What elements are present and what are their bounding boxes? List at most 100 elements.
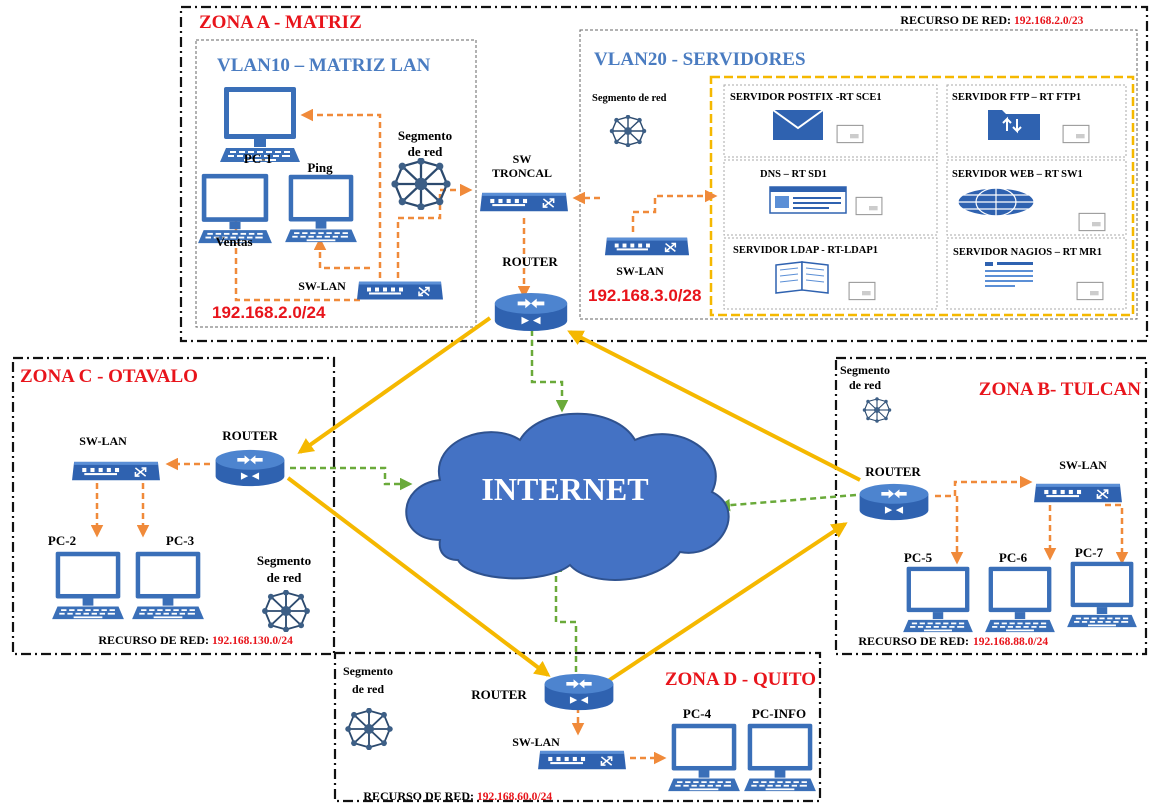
sw-troncal-icon[interactable] — [479, 191, 569, 213]
sw-troncal-label-2: TRONCAL — [492, 166, 552, 180]
zona-b-recurso-label: RECURSO DE RED: — [858, 634, 969, 648]
server-ftp-label: SERVIDOR FTP – RT FTP1 — [952, 92, 1081, 103]
vlan20-switch-icon[interactable] — [604, 236, 690, 257]
segmento-d-icon — [344, 708, 394, 750]
pc5-icon[interactable] — [903, 566, 973, 633]
router-b-icon[interactable] — [859, 483, 929, 521]
link-sw-ping — [313, 237, 370, 270]
router-c-label: ROUTER — [222, 428, 278, 443]
vlan20-ip: 192.168.3.0/28 — [588, 286, 701, 305]
pc-ventas-icon[interactable] — [198, 173, 272, 244]
swlan-b-icon[interactable] — [1033, 482, 1123, 504]
router-c-icon[interactable] — [215, 449, 285, 487]
server-box-ftp — [946, 84, 1127, 158]
zona-a-border — [179, 5, 1149, 343]
sw-troncal-label-1: SW — [513, 152, 532, 166]
pc3-label: PC-3 — [166, 533, 195, 548]
segmento-b-label-1: Segmento — [840, 363, 890, 377]
pc-ping-icon[interactable] — [285, 174, 357, 243]
pc3-icon[interactable] — [132, 551, 204, 620]
globe-icon — [957, 187, 1035, 217]
zona-b-border — [834, 356, 1148, 656]
internet-label: INTERNET — [481, 471, 648, 507]
pc-info-label: PC-INFO — [752, 706, 806, 721]
router-b-label: ROUTER — [865, 464, 921, 479]
router-d-icon[interactable] — [544, 673, 614, 711]
wan-link-a-c — [297, 316, 492, 454]
link-sw-troncal — [396, 183, 473, 278]
server-nagios-label: SERVIDOR NAGIOS – RT MR1 — [953, 247, 1102, 258]
wan-link-d-b — [603, 522, 848, 685]
zona-c-border — [11, 356, 336, 656]
internet-link-c — [290, 466, 413, 491]
swlan-b-label: SW-LAN — [1059, 458, 1107, 472]
wan-link-c-d — [286, 476, 551, 677]
internet-cloud: INTERNET — [405, 412, 730, 581]
server-box-nagios — [946, 237, 1127, 310]
zona-a-recurso-label: RECURSO DE RED: — [900, 13, 1011, 27]
ftp-folder-icon — [988, 110, 1040, 140]
internet-link-a — [530, 330, 569, 413]
vlan20-swlan-label: SW-LAN — [616, 264, 664, 278]
segmento-d-label-1: Segmento — [343, 664, 393, 678]
pc5-label: PC-5 — [904, 550, 933, 565]
swlan-c-icon[interactable] — [71, 460, 161, 482]
segmento-b-label-2: de red — [849, 378, 881, 392]
internet-link-d — [549, 559, 578, 672]
pc2-icon[interactable] — [52, 551, 124, 620]
wan-link-b-a — [567, 330, 861, 482]
swlan-c-label: SW-LAN — [79, 434, 127, 448]
vlan20-segmento-label: Segmento de red — [592, 93, 667, 104]
zona-d-title: ZONA D - QUITO — [665, 669, 816, 690]
segmento-c-label-1: Segmento — [257, 553, 311, 568]
server-dns-label: DNS – RT SD1 — [760, 169, 827, 180]
zona-a-title: ZONA A - MATRIZ — [199, 12, 362, 33]
zona-b-recurso-value: 192.168.88.0/24 — [973, 636, 1048, 648]
zona-a-recurso-value: 192.168.2.0/23 — [1014, 15, 1084, 27]
zona-c-recurso-label: RECURSO DE RED: — [98, 633, 209, 647]
segmento-de-red-icon — [390, 158, 452, 210]
link-sw-pc1 — [300, 108, 382, 278]
internet-link-b — [717, 493, 857, 512]
book-icon — [775, 261, 829, 294]
link-swlan-servers — [631, 189, 718, 232]
pc6-icon[interactable] — [985, 566, 1055, 633]
vlan20-segmento-icon — [608, 115, 648, 147]
pc-info-icon[interactable] — [744, 723, 816, 792]
ventas-label: Ventas — [215, 234, 252, 249]
vlan10-ip: 192.168.2.0/24 — [212, 303, 326, 322]
vlan10-border — [195, 39, 477, 328]
segmento-c-icon — [261, 590, 311, 632]
segmento-a-label-2: de red — [408, 144, 444, 159]
link-router-swlan-b — [935, 475, 1033, 498]
zona-d-recurso-label: RECURSO DE RED: — [363, 789, 474, 803]
router-a-icon[interactable] — [494, 292, 568, 332]
router-d-label: ROUTER — [471, 687, 527, 702]
router-a-label: ROUTER — [502, 254, 558, 269]
segmento-d-label-2: de red — [352, 682, 384, 696]
pc6-label: PC-6 — [999, 550, 1028, 565]
swlan-d-label: SW-LAN — [512, 735, 560, 749]
dns-window-icon — [769, 186, 847, 214]
ping-label: Ping — [307, 160, 333, 175]
vlan20-border — [579, 29, 1138, 320]
pc4-label: PC-4 — [683, 706, 712, 721]
mail-icon — [772, 109, 824, 140]
vlan10-switch-icon[interactable] — [356, 280, 444, 301]
server-postfix-label: SERVIDOR POSTFIX -RT SCE1 — [730, 92, 882, 103]
segmento-c-label-2: de red — [267, 570, 303, 585]
vlan10-swlan-label: SW-LAN — [298, 279, 346, 293]
pc7-icon[interactable] — [1067, 561, 1137, 628]
zona-d-recurso-value: 192.168.60.0/24 — [477, 791, 552, 803]
vlan20-title: VLAN20 - SERVIDORES — [594, 49, 806, 70]
server-ldap-label: SERVIDOR LDAP - RT-LDAP1 — [733, 245, 878, 256]
swlan-d-icon[interactable] — [537, 749, 627, 771]
server-box-web — [946, 159, 1127, 236]
zona-b-title: ZONA B- TULCAN — [979, 379, 1142, 400]
pc4-icon[interactable] — [668, 723, 740, 792]
zona-d-border — [333, 651, 822, 803]
server-box-postfix — [723, 84, 938, 158]
server-box-ldap — [723, 237, 938, 310]
document-icon — [985, 262, 1033, 287]
